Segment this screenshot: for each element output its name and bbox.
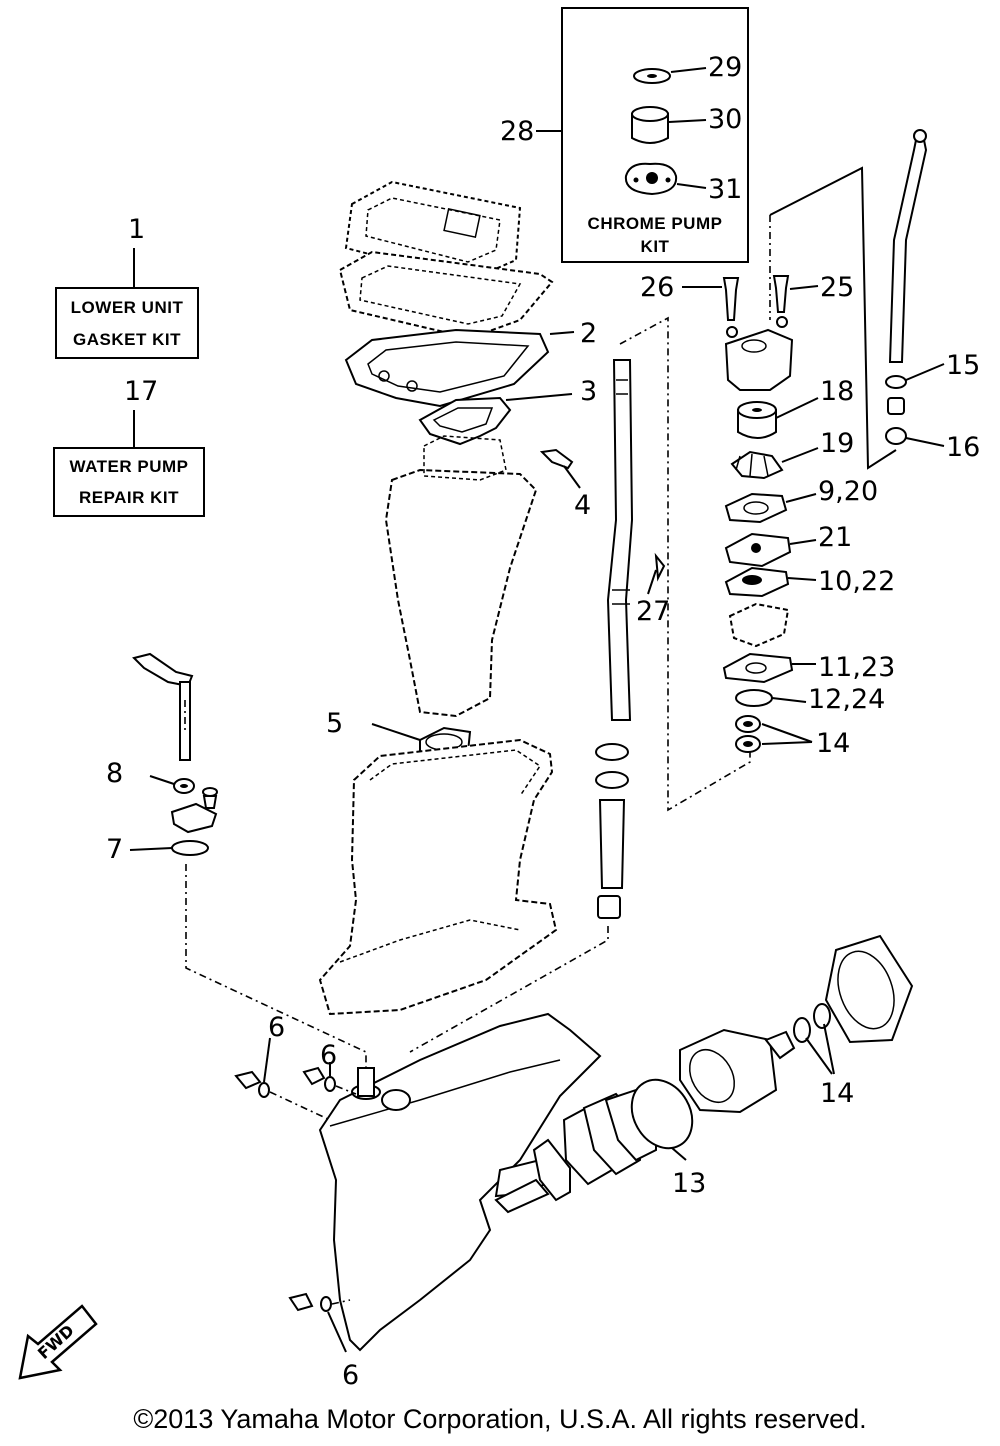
gasket-3 <box>418 396 512 446</box>
label-15: 15 <box>946 350 980 381</box>
exhaust-casing <box>318 738 558 1016</box>
label-19: 19 <box>820 428 854 459</box>
label-14-lower: 14 <box>820 1078 854 1109</box>
kit-ref-17: 17 <box>124 376 158 407</box>
kit-label-line2: KIT <box>641 237 670 256</box>
label-3: 3 <box>580 376 597 407</box>
label-27: 27 <box>636 596 670 627</box>
lower-unit-gasket-kit: 1 LOWER UNIT GASKET KIT <box>55 214 199 359</box>
label-25: 25 <box>820 272 854 303</box>
gearcase: 6 6 6 <box>234 1012 602 1391</box>
label-9-20: 9,20 <box>818 476 878 507</box>
seal-14-prop-1 <box>793 1017 811 1043</box>
label-26: 26 <box>640 272 674 303</box>
water-tube: 15 16 <box>885 129 980 463</box>
label-8: 8 <box>106 758 123 789</box>
chrome-pump-kit: 28 29 30 31 CHROME PUMP KIT <box>500 7 749 263</box>
kit-ref-1: 1 <box>128 214 145 245</box>
oring-12-24 <box>735 689 773 707</box>
water-pump-stack: 26 25 18 19 9,20 21 10,22 <box>640 166 897 759</box>
label-21: 21 <box>818 522 852 553</box>
kit-label-line1: LOWER UNIT <box>71 298 184 317</box>
oring-7 <box>171 840 209 856</box>
shift-rod-assembly: 8 7 <box>106 652 367 1080</box>
label-16: 16 <box>946 432 980 463</box>
label-6b: 6 <box>320 1040 337 1071</box>
label-12-24: 12,24 <box>808 684 885 715</box>
label-29: 29 <box>708 52 742 83</box>
kit-label-line2: REPAIR KIT <box>79 488 179 507</box>
bolt-25 <box>772 275 790 313</box>
label-10-22: 10,22 <box>818 566 895 597</box>
label-6a: 6 <box>268 1012 285 1043</box>
upper-casing-assembly: 2 3 4 5 <box>326 180 597 762</box>
label-11-23: 11,23 <box>818 652 895 683</box>
label-30: 30 <box>708 104 742 135</box>
fwd-arrow-icon: FWD <box>18 1304 98 1380</box>
label-6c: 6 <box>342 1360 359 1391</box>
label-18: 18 <box>820 376 854 407</box>
gasket-9-20 <box>724 492 788 524</box>
label-31: 31 <box>708 174 742 205</box>
oring-13 <box>630 1078 694 1150</box>
shaft <box>606 359 634 721</box>
grommet-16 <box>885 427 907 445</box>
label-4: 4 <box>574 490 591 521</box>
seal-14-prop-2 <box>813 1003 831 1029</box>
gasket-11-23 <box>722 652 794 684</box>
label-13: 13 <box>672 1168 706 1199</box>
impeller-19 <box>730 450 784 480</box>
drive-shaft: 27 <box>409 316 751 1053</box>
key-27 <box>654 552 666 582</box>
label-5: 5 <box>326 708 343 739</box>
copyright-notice: ©2013 Yamaha Motor Corporation, U.S.A. A… <box>133 1404 867 1434</box>
kit-label-line2: GASKET KIT <box>73 330 181 349</box>
label-2: 2 <box>580 318 597 349</box>
pump-housing <box>724 328 794 391</box>
bolt-26 <box>722 277 740 321</box>
sleeve-30 <box>631 113 669 144</box>
gasket-2 <box>344 328 550 408</box>
water-pump-repair-kit: 17 WATER PUMP REPAIR KIT <box>53 376 205 517</box>
label-7: 7 <box>106 834 123 865</box>
kit-ref-28: 28 <box>500 116 534 147</box>
label-14-upper: 14 <box>816 728 850 759</box>
kit-label-line1: WATER PUMP <box>70 457 189 476</box>
upper-casing <box>384 468 538 718</box>
grommet-15 <box>885 375 907 389</box>
propeller-shaft-assembly: 13 14 <box>494 934 914 1214</box>
kit-label-line1: CHROME PUMP <box>588 214 723 233</box>
plate-4 <box>539 448 574 470</box>
